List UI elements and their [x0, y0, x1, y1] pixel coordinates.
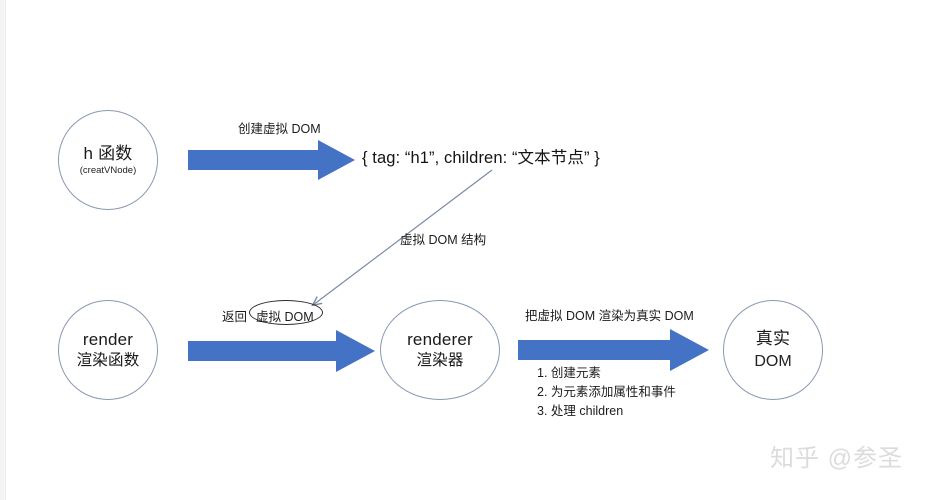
arrow-return-vdom-label-prefix: 返回 — [222, 310, 248, 324]
node-real-dom-subtitle: DOM — [754, 352, 792, 370]
node-real-dom: 真实 DOM — [723, 300, 823, 400]
node-renderer-subtitle: 渲染器 — [416, 351, 464, 369]
render-step-2: 2. 为元素添加属性和事件 — [537, 385, 676, 399]
render-step-3: 3. 处理 children — [537, 404, 624, 418]
arrow-render-real-label: 把虚拟 DOM 渲染为真实 DOM — [525, 309, 694, 323]
connector-label-vdom-structure: 虚拟 DOM 结构 — [400, 233, 487, 247]
left-edge-strip — [0, 0, 6, 500]
node-h-function-subtitle: (creatVNode) — [79, 165, 137, 177]
vdom-tag-ellipse — [249, 300, 323, 325]
node-render-function-title: render — [82, 330, 134, 350]
node-render-function: render 渲染函数 — [58, 300, 158, 400]
node-real-dom-title: 真实 — [755, 328, 791, 348]
arrow-create-vdom — [188, 140, 355, 180]
node-renderer: renderer 渲染器 — [380, 300, 500, 400]
node-h-function: h 函数 (creatVNode) — [58, 110, 158, 210]
node-renderer-title: renderer — [407, 330, 473, 350]
node-render-function-subtitle: 渲染函数 — [76, 351, 140, 369]
arrow-create-vdom-label: 创建虚拟 DOM — [238, 122, 321, 136]
render-steps-list: 1. 创建元素 2. 为元素添加属性和事件 3. 处理 children — [537, 364, 676, 421]
node-h-function-title: h 函数 — [83, 143, 133, 163]
arrow-return-vdom — [188, 330, 375, 372]
arrow-render-to-real-dom — [518, 329, 709, 371]
arrow-return-vdom-label-tag: 虚拟 DOM — [256, 310, 314, 324]
vnode-code-text: { tag: “h1”, children: “文本节点” } — [362, 149, 600, 167]
watermark: 知乎 @参圣 — [769, 445, 903, 472]
render-step-1: 1. 创建元素 — [537, 366, 601, 380]
